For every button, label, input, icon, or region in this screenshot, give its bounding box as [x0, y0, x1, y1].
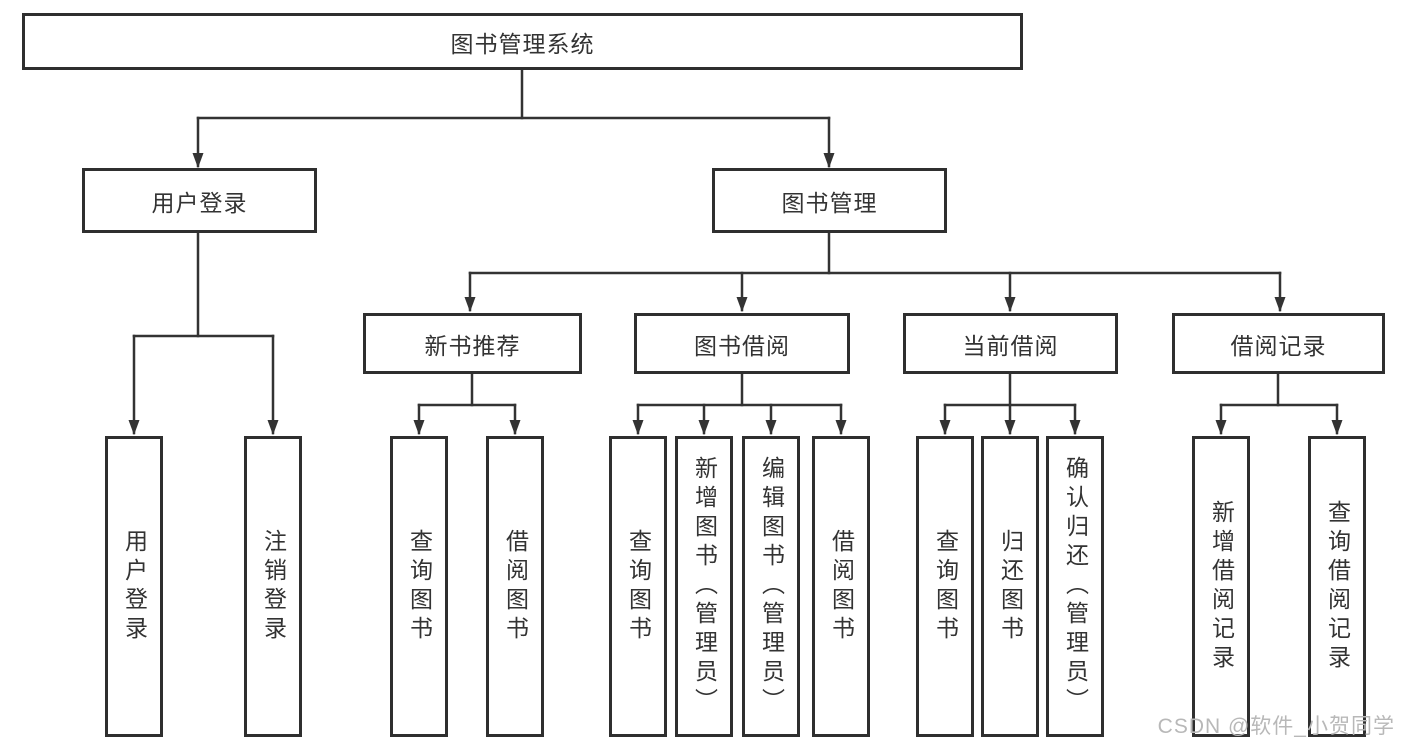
leaf-borrow-book-1: 借阅图书 — [486, 436, 544, 737]
leaf-return-book: 归还图书 — [981, 436, 1039, 737]
leaf-logout: 注销登录 — [244, 436, 302, 737]
leaf-logout-label: 注销登录 — [260, 528, 287, 645]
connector-book-management-to-level2 — [464, 231, 1286, 312]
leaf-user-login: 用户登录 — [105, 436, 163, 737]
leaf-query-book-2-label: 查询图书 — [625, 528, 652, 645]
connector-user-login-to-leaves — [128, 231, 279, 435]
node-user-login: 用户登录 — [82, 168, 317, 233]
leaf-add-book-admin-label: 新增图书（管理员） — [691, 456, 718, 717]
csdn-watermark: CSDN @软件_小贺同学 — [1157, 715, 1395, 738]
node-borrow-records-label: 借阅记录 — [1230, 332, 1327, 359]
node-current-borrowing: 当前借阅 — [903, 313, 1118, 374]
connector-root-to-level1 — [192, 68, 835, 168]
node-current-borrowing-label: 当前借阅 — [962, 332, 1059, 359]
leaf-query-book-1: 查询图书 — [390, 436, 448, 737]
leaf-borrow-book-2: 借阅图书 — [812, 436, 870, 737]
node-book-management: 图书管理 — [712, 168, 947, 233]
leaf-add-borrow-record: 新增借阅记录 — [1192, 436, 1250, 737]
node-root-system: 图书管理系统 — [22, 13, 1023, 70]
leaf-return-book-label: 归还图书 — [997, 528, 1024, 645]
node-borrow-records: 借阅记录 — [1172, 313, 1385, 374]
node-new-book-recommend: 新书推荐 — [363, 313, 582, 374]
node-user-login-label: 用户登录 — [151, 189, 248, 216]
leaf-query-book-2: 查询图书 — [609, 436, 667, 737]
node-root-label: 图书管理系统 — [450, 30, 595, 57]
connector-borrow-records-to-leaves — [1215, 372, 1343, 435]
connector-book-borrowing-to-leaves — [632, 372, 847, 435]
leaf-query-book-3: 查询图书 — [916, 436, 974, 737]
leaf-query-borrow-record-label: 查询借阅记录 — [1324, 499, 1351, 674]
node-book-management-label: 图书管理 — [781, 189, 878, 216]
leaf-borrow-book-1-label: 借阅图书 — [502, 528, 529, 645]
connector-current-borrowing-to-leaves — [939, 372, 1081, 435]
leaf-user-login-label: 用户登录 — [121, 528, 148, 645]
leaf-edit-book-admin: 编辑图书（管理员） — [742, 436, 800, 737]
node-book-borrowing-label: 图书借阅 — [694, 332, 790, 359]
node-book-borrowing: 图书借阅 — [634, 313, 850, 374]
leaf-borrow-book-2-label: 借阅图书 — [828, 528, 855, 645]
leaf-query-borrow-record: 查询借阅记录 — [1308, 436, 1366, 737]
leaf-add-borrow-record-label: 新增借阅记录 — [1208, 499, 1235, 674]
leaf-confirm-return-admin-label: 确认归还（管理员） — [1062, 456, 1089, 717]
leaf-query-book-1-label: 查询图书 — [406, 528, 433, 645]
node-new-book-recommend-label: 新书推荐 — [424, 332, 521, 359]
connector-new-book-recommend-to-leaves — [413, 372, 521, 435]
leaf-confirm-return-admin: 确认归还（管理员） — [1046, 436, 1104, 737]
leaf-query-book-3-label: 查询图书 — [932, 528, 959, 645]
leaf-edit-book-admin-label: 编辑图书（管理员） — [758, 456, 785, 717]
leaf-add-book-admin: 新增图书（管理员） — [675, 436, 733, 737]
